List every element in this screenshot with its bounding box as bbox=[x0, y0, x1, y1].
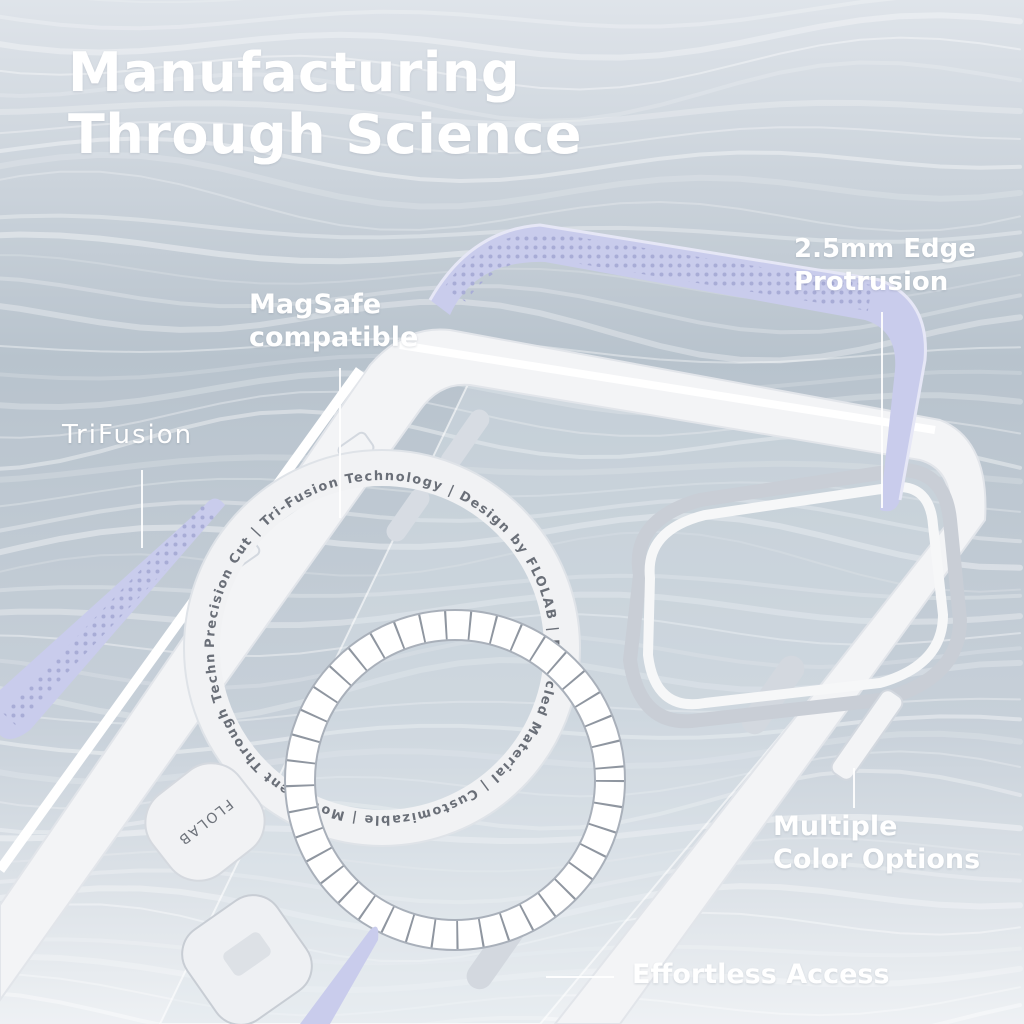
page-title-line-2: Through Science bbox=[68, 103, 582, 166]
lavender-side-strip bbox=[0, 498, 225, 739]
wave-line bbox=[0, 120, 1021, 155]
leader-line bbox=[339, 368, 341, 518]
wave-line bbox=[0, 170, 1021, 233]
wave-line bbox=[0, 99, 1023, 128]
wave-line bbox=[0, 513, 1023, 571]
wave-line bbox=[86, 0, 246, 4]
white-frame bbox=[0, 328, 987, 1024]
wave-line bbox=[0, 813, 1023, 845]
leader-line bbox=[881, 312, 883, 508]
wave-line bbox=[0, 276, 1022, 335]
wave-line bbox=[0, 60, 1022, 123]
leader-line bbox=[141, 470, 143, 548]
lavender-bottom-strip bbox=[300, 926, 379, 1024]
callout-color-options: Multiple Color Options bbox=[773, 810, 980, 876]
callout-edge-line-1: 2.5mm Edge bbox=[794, 234, 976, 264]
camera-frame bbox=[622, 462, 968, 729]
wave-line bbox=[0, 991, 1022, 1024]
callout-colors-line-1: Multiple bbox=[773, 811, 898, 842]
wave-line bbox=[0, 973, 1021, 1017]
bottom-button bbox=[181, 894, 313, 1024]
wave-line bbox=[0, 136, 1022, 184]
magnet-ring bbox=[284, 609, 626, 951]
callout-effortless-access: Effortless Access bbox=[632, 959, 890, 990]
callout-magsafe-line-2: compatible bbox=[249, 322, 419, 353]
wave-line bbox=[0, 213, 1022, 244]
leader-line bbox=[546, 976, 614, 978]
wave-line bbox=[0, 858, 1022, 905]
wave-line bbox=[0, 0, 897, 31]
lavender-edge-strip bbox=[428, 223, 927, 512]
leader-line bbox=[853, 768, 855, 808]
trifusion-logo: TriFusion bbox=[62, 420, 194, 450]
wave-line bbox=[0, 36, 1021, 91]
wave-line bbox=[0, 497, 1022, 544]
wave-line bbox=[0, 151, 1023, 210]
callout-colors-line-2: Color Options bbox=[773, 844, 981, 875]
frame-cutout bbox=[386, 488, 430, 542]
page-title: Manufacturing Through Science bbox=[68, 42, 582, 166]
frame-cutout bbox=[440, 409, 490, 471]
page-title-line-1: Manufacturing bbox=[68, 41, 520, 104]
wave-line bbox=[0, 298, 1023, 364]
wave-line bbox=[0, 836, 1021, 873]
callout-edge-line-2: Protrusion bbox=[794, 267, 949, 297]
wave-line bbox=[0, 12, 1023, 61]
callout-edge-protrusion: 2.5mm Edge Protrusion bbox=[794, 233, 976, 299]
wave-line bbox=[0, 454, 1023, 485]
wave-line bbox=[0, 530, 1021, 593]
callout-magsafe: MagSafe compatible bbox=[249, 288, 418, 354]
flolab-button bbox=[144, 762, 266, 882]
callout-magsafe-line-1: MagSafe bbox=[249, 289, 382, 320]
